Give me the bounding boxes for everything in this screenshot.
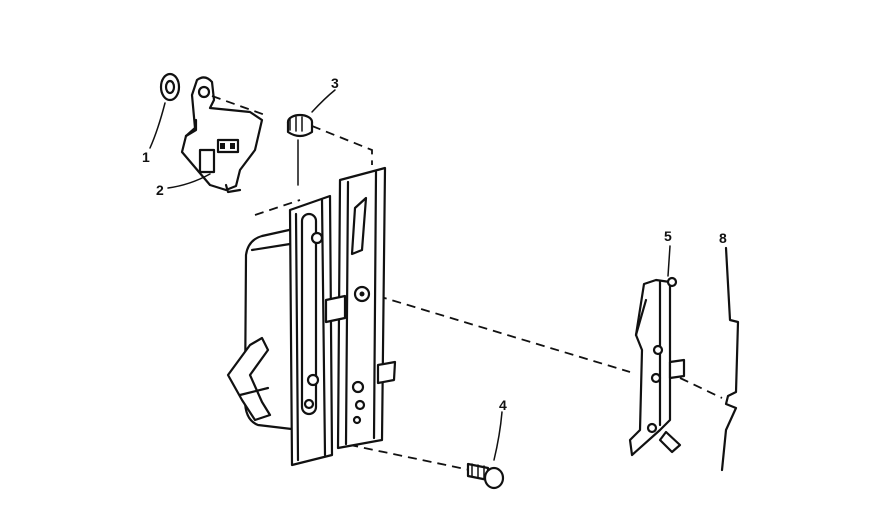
part-4-screw	[466, 411, 505, 490]
lock-body-assembly	[226, 166, 397, 467]
part-2-lever-plate	[167, 76, 264, 194]
callout-3: 3	[331, 75, 339, 91]
callout-8: 8	[719, 230, 727, 246]
part-5-keeper-bracket	[628, 245, 686, 457]
part-3-roller-pin	[286, 89, 336, 186]
callout-5: 5	[664, 228, 672, 244]
callout-2: 2	[156, 182, 164, 198]
part-1-washer	[149, 72, 181, 149]
part-8-door-edge	[720, 246, 740, 472]
callout-4: 4	[499, 397, 507, 413]
callout-1: 1	[142, 149, 150, 165]
